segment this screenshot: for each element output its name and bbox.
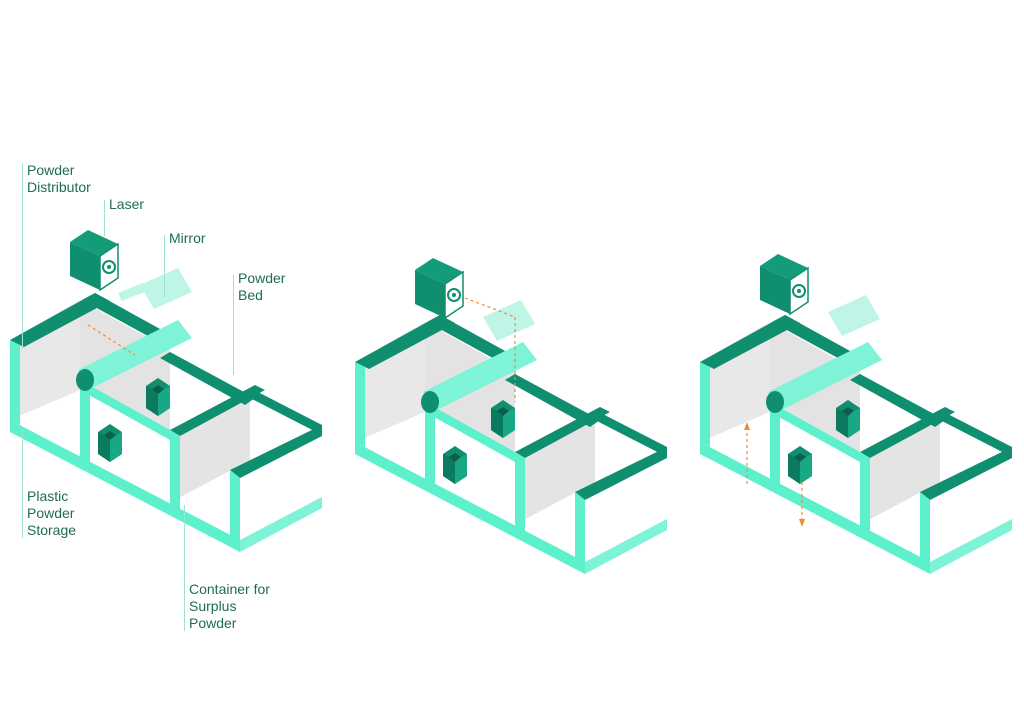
leader-powder-bed (233, 275, 234, 375)
mirror-icon (483, 300, 535, 341)
leader-laser (104, 200, 105, 236)
machine-stage-2 (355, 257, 667, 574)
printed-part (836, 400, 860, 438)
machine-stage-3 (700, 253, 1012, 574)
laser-icon (414, 257, 464, 319)
leader-powder-distributor (22, 163, 23, 349)
machine-stage-1 (10, 229, 322, 552)
leader-plastic-powder-storage (22, 430, 23, 538)
printed-part (98, 424, 122, 462)
printed-part (146, 378, 170, 416)
laser-icon (69, 229, 119, 291)
mirror-icon (828, 295, 880, 336)
leader-container-surplus (184, 505, 185, 631)
printed-part (443, 446, 467, 484)
laser-icon (759, 253, 809, 315)
mirror-icon (140, 268, 192, 309)
printed-part (491, 400, 515, 438)
label-mirror: Mirror (169, 230, 206, 246)
leader-mirror (164, 235, 165, 297)
label-laser: Laser (109, 196, 145, 212)
printed-part (788, 446, 812, 484)
